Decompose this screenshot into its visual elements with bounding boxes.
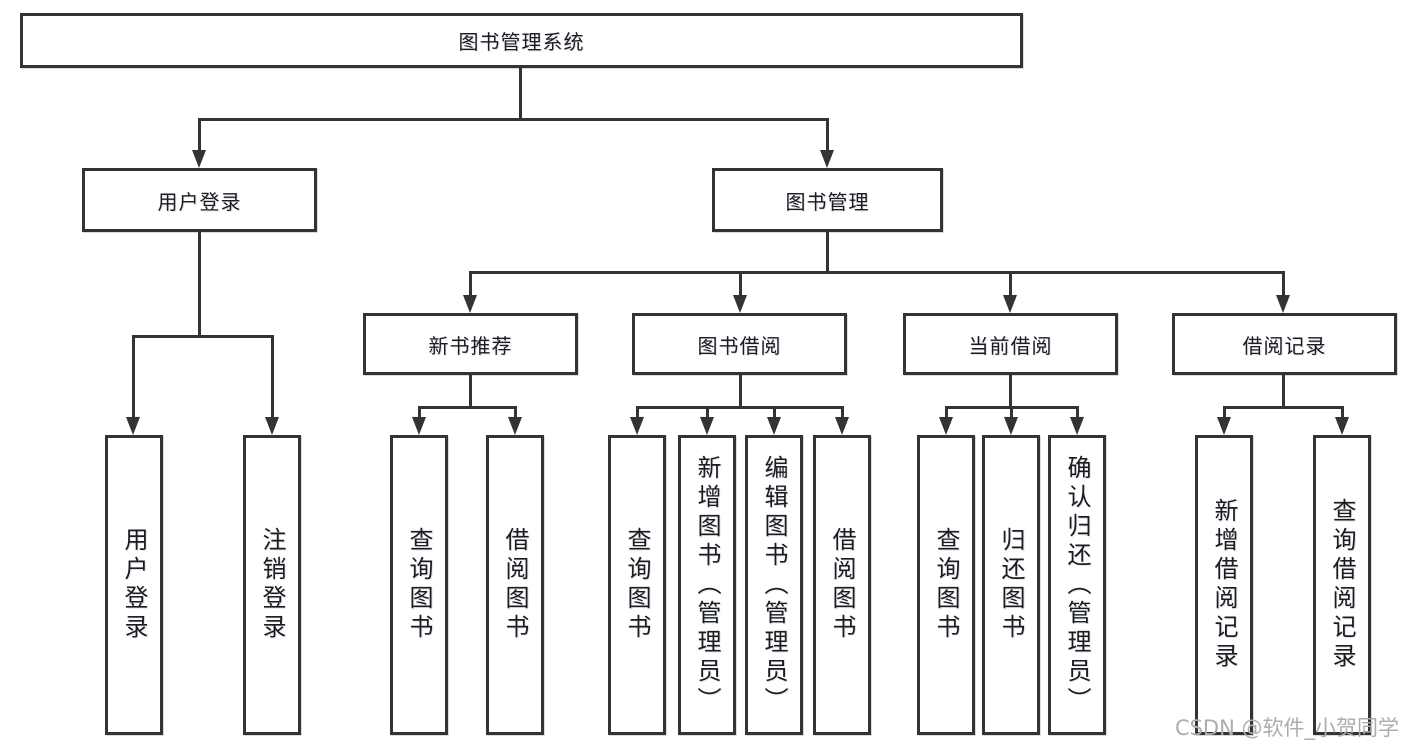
arrowhead-down-icon <box>508 417 522 435</box>
leaf-label: 用户登录 <box>120 527 148 643</box>
leaf-user-login: 用户登录 <box>105 435 163 735</box>
connector-line <box>418 406 517 409</box>
arrowhead-down-icon <box>463 295 477 313</box>
arrowhead-down-icon <box>1004 417 1018 435</box>
leaf-label: 查询图书 <box>405 527 433 643</box>
leaf-return-books: 归还图书 <box>982 435 1040 735</box>
arrowhead-down-icon <box>835 417 849 435</box>
connector-line <box>826 232 829 273</box>
leaf-confirm-return-admin: 确认归还（管理员） <box>1048 435 1106 735</box>
connector-line <box>706 406 709 418</box>
connector-line <box>1282 271 1285 296</box>
node-user-login: 用户登录 <box>82 168 317 232</box>
arrowhead-down-icon <box>939 417 953 435</box>
leaf-borrow-books-1: 借阅图书 <box>486 435 544 735</box>
arrowhead-down-icon <box>1070 417 1084 435</box>
arrowhead-down-icon <box>126 417 140 435</box>
connector-line <box>1341 406 1344 418</box>
node-label: 图书管理 <box>785 189 870 214</box>
connector-line <box>636 406 639 418</box>
connector-line <box>636 406 844 409</box>
connector-line <box>469 271 1285 274</box>
arrowhead-down-icon <box>1276 295 1290 313</box>
arrowhead-down-icon <box>1003 295 1017 313</box>
node-library-management-system: 图书管理系统 <box>20 13 1023 68</box>
arrowhead-down-icon <box>733 295 747 313</box>
connector-line <box>1282 375 1285 406</box>
connector-line <box>841 406 844 418</box>
leaf-label: 查询借阅记录 <box>1328 498 1356 672</box>
node-label: 新书推荐 <box>428 333 513 358</box>
connector-line <box>1009 375 1012 406</box>
leaf-label: 新增图书（管理员） <box>693 454 721 716</box>
arrowhead-down-icon <box>767 417 781 435</box>
connector-line <box>826 118 829 151</box>
node-label: 当前借阅 <box>968 333 1053 358</box>
arrowhead-down-icon <box>630 417 644 435</box>
arrowhead-down-icon <box>700 417 714 435</box>
connector-line <box>198 232 201 335</box>
connector-line <box>1223 406 1226 418</box>
connector-line <box>1076 406 1079 418</box>
node-current-borrowing: 当前借阅 <box>903 313 1118 375</box>
connector-line <box>514 406 517 418</box>
node-book-management: 图书管理 <box>712 168 943 232</box>
connector-line <box>132 335 274 338</box>
leaf-label: 新增借阅记录 <box>1210 498 1238 672</box>
leaf-label: 归还图书 <box>997 527 1025 643</box>
leaf-query-books-3: 查询图书 <box>917 435 975 735</box>
connector-line <box>469 271 472 296</box>
leaf-label: 查询图书 <box>623 527 651 643</box>
leaf-label: 查询图书 <box>932 527 960 643</box>
leaf-label: 注销登录 <box>258 527 286 643</box>
node-new-book-recommend: 新书推荐 <box>363 313 578 375</box>
leaf-label: 借阅图书 <box>828 527 856 643</box>
arrowhead-down-icon <box>265 417 279 435</box>
leaf-add-books-admin: 新增图书（管理员） <box>678 435 736 735</box>
leaf-label: 借阅图书 <box>501 527 529 643</box>
arrowhead-down-icon <box>192 150 206 168</box>
connector-line <box>469 375 472 406</box>
node-label: 借阅记录 <box>1242 333 1327 358</box>
arrowhead-down-icon <box>820 150 834 168</box>
node-borrowing-records: 借阅记录 <box>1172 313 1397 375</box>
leaf-query-books-1: 查询图书 <box>390 435 448 735</box>
connector-line <box>519 68 522 120</box>
connector-line <box>1223 406 1344 409</box>
leaf-logout: 注销登录 <box>243 435 301 735</box>
connector-line <box>773 406 776 418</box>
node-label: 图书借阅 <box>697 333 782 358</box>
connector-line <box>945 406 948 418</box>
connector-line <box>739 375 742 406</box>
leaf-label: 确认归还（管理员） <box>1063 454 1091 716</box>
leaf-label: 编辑图书（管理员） <box>760 454 788 716</box>
connector-line <box>1009 271 1012 296</box>
node-label: 用户登录 <box>157 189 242 214</box>
connector-line <box>198 118 201 151</box>
node-book-borrowing: 图书借阅 <box>632 313 847 375</box>
node-label: 图书管理系统 <box>458 30 585 54</box>
leaf-add-borrow-record: 新增借阅记录 <box>1195 435 1253 735</box>
connector-line <box>198 118 829 121</box>
leaf-edit-books-admin: 编辑图书（管理员） <box>745 435 803 735</box>
connector-line <box>739 271 742 296</box>
leaf-query-books-2: 查询图书 <box>608 435 666 735</box>
connector-line <box>418 406 421 418</box>
arrowhead-down-icon <box>1217 417 1231 435</box>
connector-line <box>271 335 274 418</box>
connector-line <box>132 335 135 418</box>
arrowhead-down-icon <box>1335 417 1349 435</box>
leaf-borrow-books-2: 借阅图书 <box>813 435 871 735</box>
arrowhead-down-icon <box>412 417 426 435</box>
csdn-watermark: CSDN @软件_小贺同学 <box>1174 716 1399 740</box>
leaf-query-borrow-record: 查询借阅记录 <box>1313 435 1371 735</box>
connector-line <box>1010 406 1013 418</box>
